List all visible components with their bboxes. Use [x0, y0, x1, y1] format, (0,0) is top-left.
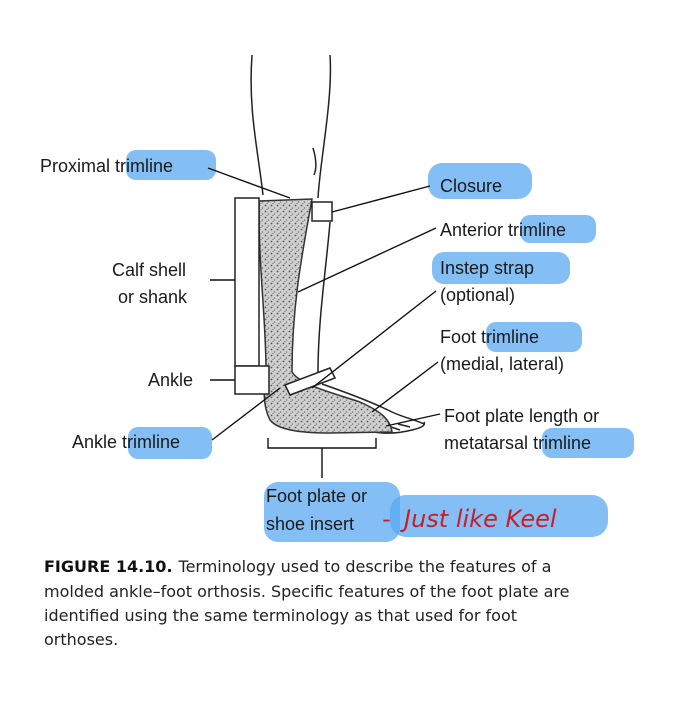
label-anterior-trimline: Anterior trimline [440, 220, 566, 240]
closure-strap [312, 202, 332, 221]
label-shank: or shank [118, 287, 188, 307]
label-ankle-trimline: Ankle trimline [72, 432, 180, 452]
knee-crease [313, 148, 316, 175]
label-instep-optional: (optional) [440, 285, 515, 305]
label-metatarsal-trimline: metatarsal trimline [444, 433, 591, 453]
leader-proximal-trimline [208, 168, 290, 198]
highlights [126, 150, 634, 542]
shin-front [318, 222, 330, 372]
calf-shell-rect [235, 198, 259, 366]
foot-plate-bracket [268, 438, 376, 478]
label-closure: Closure [440, 176, 502, 196]
leg-anterior-edge [318, 55, 330, 198]
leader-instep-strap [312, 291, 436, 388]
orthosis-shell [259, 199, 392, 433]
leg-posterior-edge [251, 55, 263, 195]
annotation-text: Just like Keel [400, 505, 557, 533]
leader-closure [332, 186, 430, 212]
label-foot-trimline-sides: (medial, lateral) [440, 354, 564, 374]
label-foot-plate-length: Foot plate length or [444, 406, 599, 426]
label-instep-strap: Instep strap [440, 258, 534, 278]
label-foot-plate: Foot plate or [266, 486, 367, 506]
annotation-dash: - [382, 505, 391, 533]
caption-line-2: molded ankle–foot orthosis. Specific fea… [44, 582, 569, 601]
orthosis [235, 198, 392, 433]
leader-foot-plate-length [386, 414, 440, 426]
leader-anterior-trimline [298, 228, 436, 292]
label-shoe-insert: shoe insert [266, 514, 354, 534]
caption-figure-number: FIGURE 14.10. [44, 557, 173, 576]
leader-foot-trimline [372, 362, 438, 412]
caption-line-4: orthoses. [44, 630, 118, 649]
label-ankle: Ankle [148, 370, 193, 390]
ankle-band [235, 366, 269, 394]
handwritten-annotation: - Just like Keel [382, 505, 557, 533]
label-proximal-trimline: Proximal trimline [40, 156, 173, 176]
label-calf-shell: Calf shell [112, 260, 186, 280]
label-foot-trimline: Foot trimline [440, 327, 539, 347]
figure-caption: FIGURE 14.10.Terminology used to describ… [44, 557, 569, 649]
caption-line-3: identified using the same terminology as… [44, 606, 517, 625]
caption-line-1: FIGURE 14.10.Terminology used to describ… [44, 557, 551, 576]
